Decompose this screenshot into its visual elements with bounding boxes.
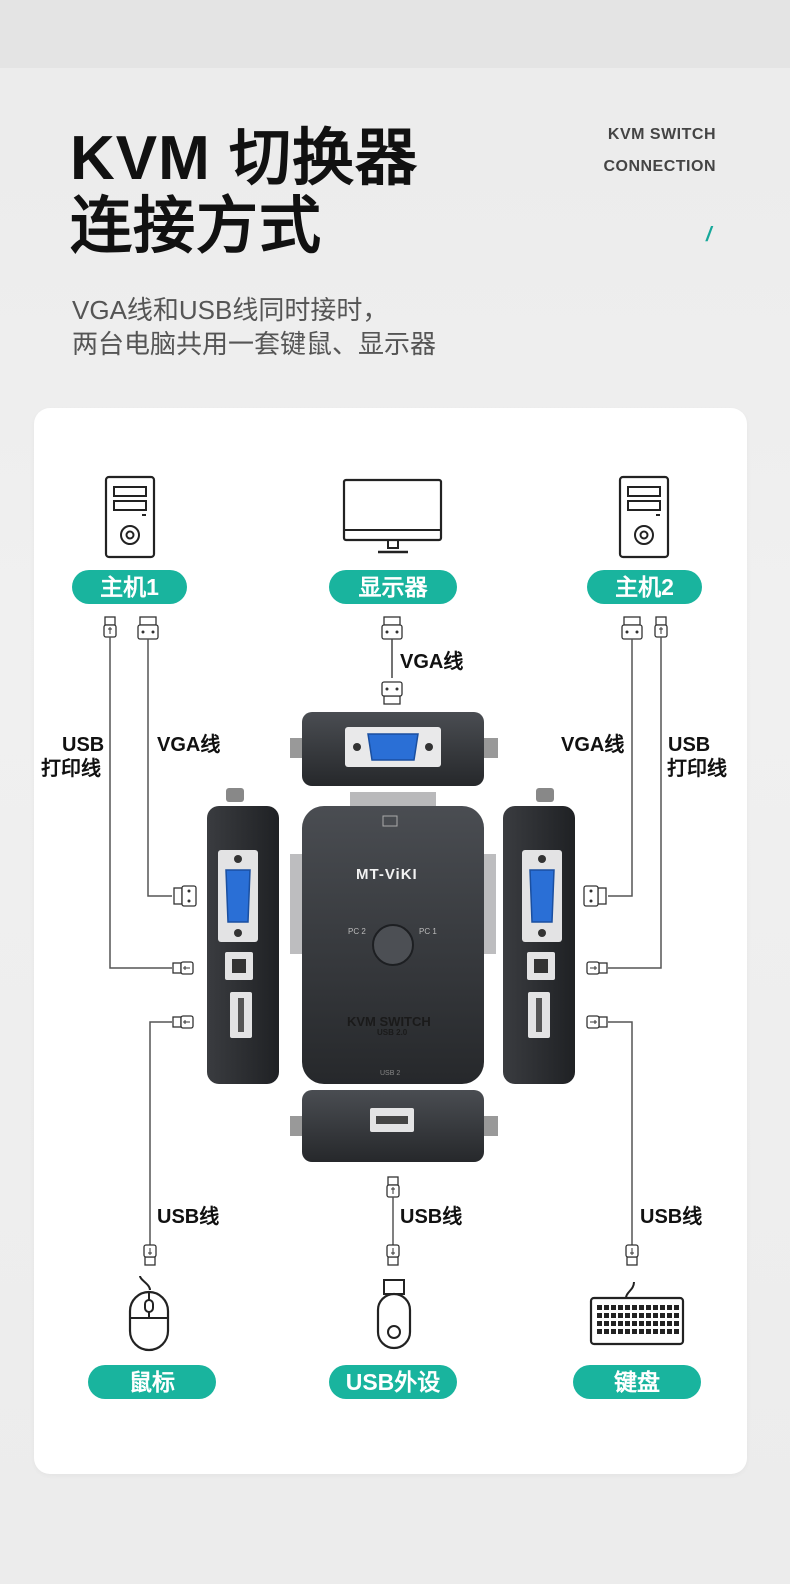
left-vga-cable xyxy=(137,616,197,907)
usb-drive-icon xyxy=(376,1279,412,1350)
cable-label-vga-top: VGA线 xyxy=(400,651,464,673)
keyboard-key xyxy=(597,1313,602,1318)
keyboard-key xyxy=(611,1329,616,1334)
keyboard-key xyxy=(646,1321,651,1326)
cable-label-usb-keyboard: USB线 xyxy=(640,1206,703,1228)
english-title-line1: KVM SWITCH xyxy=(607,126,716,143)
keyboard-key xyxy=(618,1313,623,1318)
keyboard-key xyxy=(604,1329,609,1334)
keyboard-key xyxy=(660,1305,665,1310)
keyboard-key xyxy=(639,1329,644,1334)
keyboard-key xyxy=(597,1305,602,1310)
keyboard-key xyxy=(632,1313,637,1318)
keyboard-key xyxy=(618,1329,623,1334)
right-usb-keyboard-cable xyxy=(586,1015,639,1266)
cable-label-usb-mouse: USB线 xyxy=(157,1206,220,1228)
keyboard-key xyxy=(667,1305,672,1310)
left-usb-mouse-cable xyxy=(143,1015,194,1266)
keyboard-key xyxy=(646,1305,651,1310)
keyboard-key xyxy=(604,1305,609,1310)
mouse-label: 鼠标 xyxy=(88,1365,216,1399)
page-title-line1: KVM 切换器 xyxy=(70,124,419,193)
cable-label-usb-left-1: USB xyxy=(62,734,105,756)
keyboard-key xyxy=(674,1321,679,1326)
keyboard-key xyxy=(667,1329,672,1334)
kvm-main-body xyxy=(290,792,496,1084)
pc2-label: PC 2 xyxy=(348,927,366,936)
keyboard-key xyxy=(597,1321,602,1326)
keyboard-key xyxy=(653,1329,658,1334)
cable-label-usb-right-2: 打印线 xyxy=(667,758,727,780)
host2-computer-icon xyxy=(618,475,670,559)
keyboard-key xyxy=(674,1329,679,1334)
pc1-label: PC 1 xyxy=(419,927,437,936)
keyboard-key xyxy=(653,1321,658,1326)
keyboard-key xyxy=(667,1321,672,1326)
right-usb-printer-cable xyxy=(586,616,668,975)
keyboard-label: 键盘 xyxy=(573,1365,701,1399)
bottom-usb-peripheral-cable xyxy=(386,1176,400,1266)
keyboard-key xyxy=(653,1305,658,1310)
switch-button[interactable] xyxy=(373,925,413,965)
monitor-label: 显示器 xyxy=(329,570,457,604)
keyboard-key xyxy=(639,1321,644,1326)
keyboard-key xyxy=(611,1305,616,1310)
usb-version-label: USB 2.0 xyxy=(377,1028,408,1037)
cable-label-usb-left-2: 打印线 xyxy=(41,758,101,780)
top-vga-cable xyxy=(381,616,403,705)
keyboard-key xyxy=(639,1313,644,1318)
keyboard-key xyxy=(625,1313,630,1318)
mouse-icon xyxy=(128,1275,170,1352)
keyboard-key xyxy=(632,1321,637,1326)
cable-label-usb-peripheral: USB线 xyxy=(400,1206,463,1228)
keyboard-key xyxy=(646,1313,651,1318)
keyboard-key xyxy=(632,1305,637,1310)
keyboard-key xyxy=(625,1305,630,1310)
kvm-bottom-face xyxy=(290,1090,498,1162)
keyboard-key xyxy=(674,1313,679,1318)
keyboard-key xyxy=(625,1329,630,1334)
keyboard-key xyxy=(611,1313,616,1318)
keyboard-key xyxy=(639,1305,644,1310)
subtitle-line2: 两台电脑共用一套键鼠、显示器 xyxy=(72,329,437,359)
host2-label: 主机2 xyxy=(587,570,702,604)
keyboard-key xyxy=(660,1313,665,1318)
cable-label-vga-left: VGA线 xyxy=(157,734,221,756)
host1-label: 主机1 xyxy=(72,570,187,604)
cable-label-vga-right: VGA线 xyxy=(561,734,625,756)
right-vga-cable xyxy=(583,616,643,907)
kvm-right-face xyxy=(503,788,575,1084)
keyboard-key xyxy=(632,1329,637,1334)
english-title-line2: CONNECTION xyxy=(603,158,716,175)
left-usb-printer-cable xyxy=(103,616,194,975)
keyboard-key xyxy=(618,1321,623,1326)
keyboard-key xyxy=(604,1321,609,1326)
keyboard-key xyxy=(674,1305,679,1310)
keyboard-key xyxy=(618,1305,623,1310)
kvm-left-face xyxy=(207,788,279,1084)
model-label: KVM SWITCH xyxy=(347,1014,431,1029)
keyboard-key xyxy=(611,1321,616,1326)
keyboard-key xyxy=(660,1321,665,1326)
keyboard-key xyxy=(660,1329,665,1334)
keyboard-key xyxy=(646,1329,651,1334)
brand-logo: MT-ViKI xyxy=(356,866,418,883)
accent-slash: / xyxy=(706,224,712,246)
keyboard-key xyxy=(604,1313,609,1318)
cable-label-usb-right-1: USB xyxy=(668,734,711,756)
keyboard-key xyxy=(597,1329,602,1334)
page-title-line2: 连接方式 xyxy=(70,192,323,261)
kvm-top-face xyxy=(290,712,498,786)
keyboard-key xyxy=(625,1321,630,1326)
monitor-icon xyxy=(342,478,443,554)
host1-computer-icon xyxy=(104,475,156,559)
keyboard-icon xyxy=(589,1281,685,1346)
subtitle-line1: VGA线和USB线同时接时， xyxy=(72,295,389,325)
keyboard-key xyxy=(667,1313,672,1318)
keyboard-key xyxy=(653,1313,658,1318)
usb-port-label: USB 2 xyxy=(380,1070,401,1077)
usb-peripheral-label: USB外设 xyxy=(329,1365,457,1399)
top-band xyxy=(0,0,790,68)
